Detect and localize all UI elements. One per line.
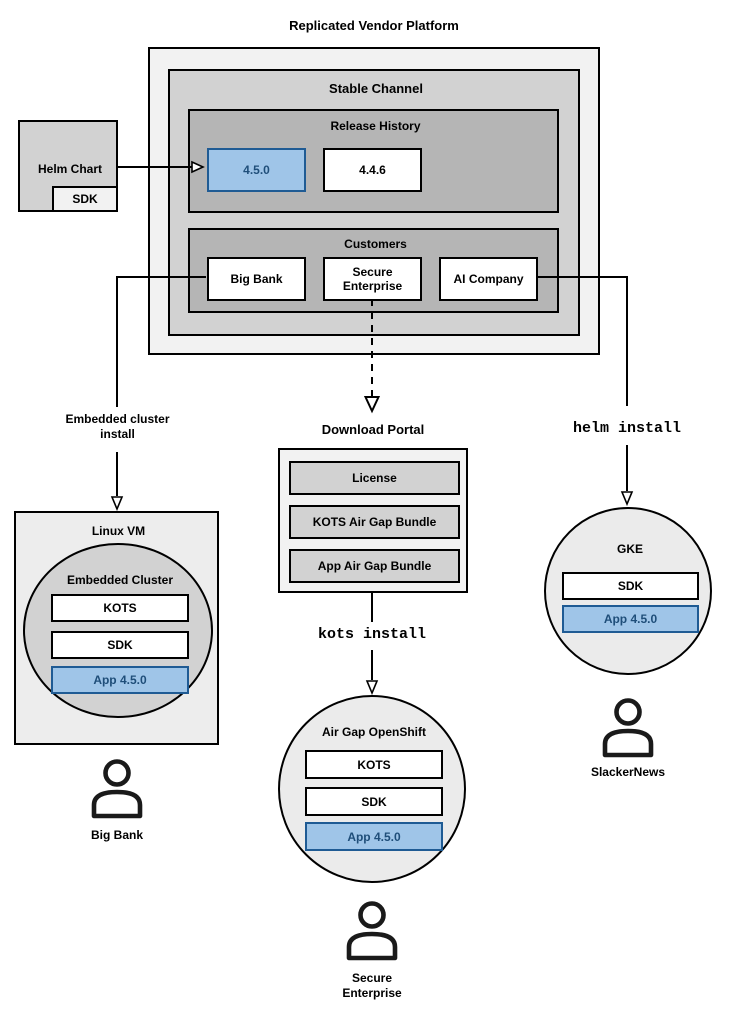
- airgap-openshift-label: Air Gap OpenShift: [321, 725, 426, 739]
- download-portal-title: Download Portal: [321, 422, 425, 437]
- app-airgap-bundle-node: App Air Gap Bundle: [289, 549, 460, 583]
- embedded-sdk-node: SDK: [51, 631, 189, 659]
- release-node-4-4-6: 4.4.6: [323, 148, 422, 192]
- gke-app-node: App 4.5.0: [562, 605, 699, 633]
- platform-box: Stable Channel Release History 4.5.0 4.4…: [148, 47, 600, 355]
- release-history-box: Release History 4.5.0 4.4.6: [188, 109, 559, 213]
- embedded-kots-node: KOTS: [51, 594, 189, 622]
- customers-title: Customers: [344, 237, 407, 251]
- secure-enterprise-user-label: Secure Enterprise: [342, 971, 402, 1000]
- embedded-cluster-label: Embedded Cluster: [66, 573, 174, 587]
- slackernews-user-icon: [602, 698, 654, 758]
- arrowhead-down-icon: [620, 491, 634, 507]
- arrowhead-down-icon: [365, 680, 379, 696]
- airgap-openshift-circle: Air Gap OpenShift KOTS SDK App 4.5.0: [278, 695, 466, 883]
- helm-chart-sdk-box: SDK: [52, 186, 118, 212]
- customer-node-big-bank: Big Bank: [207, 257, 306, 301]
- embedded-app-node: App 4.5.0: [51, 666, 189, 694]
- release-node-4-5-0: 4.5.0: [207, 148, 306, 192]
- big-bank-user-label: Big Bank: [90, 828, 143, 842]
- gke-circle: GKE SDK App 4.5.0: [544, 507, 712, 675]
- linux-vm-label: Linux VM: [91, 524, 146, 538]
- arrowhead-down-icon: [110, 496, 124, 512]
- platform-title: Replicated Vendor Platform: [289, 18, 459, 33]
- gke-sdk-node: SDK: [562, 572, 699, 600]
- helm-chart-label: Helm Chart: [37, 162, 102, 176]
- customer-node-ai-company: AI Company: [439, 257, 538, 301]
- embedded-install-edge-label: Embedded cluster install: [65, 412, 170, 441]
- linux-vm-box: Linux VM Embedded Cluster KOTS SDK App 4…: [14, 511, 219, 745]
- kots-install-edge-label: kots install: [317, 626, 427, 643]
- helm-install-edge-label: helm install: [572, 420, 682, 437]
- airgap-kots-node: KOTS: [305, 750, 443, 779]
- kots-airgap-bundle-node: KOTS Air Gap Bundle: [289, 505, 460, 539]
- customer-node-secure-enterprise: Secure Enterprise: [323, 257, 422, 301]
- release-history-title: Release History: [330, 119, 421, 133]
- slackernews-user-label: SlackerNews: [590, 765, 666, 779]
- airgap-sdk-node: SDK: [305, 787, 443, 816]
- stable-channel-title: Stable Channel: [329, 81, 423, 96]
- helm-chart-box: Helm Chart SDK: [18, 120, 118, 212]
- hollow-arrowhead-icon: [363, 396, 381, 414]
- embedded-cluster-circle: Embedded Cluster KOTS SDK App 4.5.0: [23, 543, 213, 718]
- license-node: License: [289, 461, 460, 495]
- secure-enterprise-user-icon: [346, 901, 398, 961]
- stable-channel-box: Stable Channel Release History 4.5.0 4.4…: [168, 69, 580, 336]
- customers-box: Customers Big Bank Secure Enterprise AI …: [188, 228, 559, 313]
- airgap-app-node: App 4.5.0: [305, 822, 443, 851]
- download-portal-box: License KOTS Air Gap Bundle App Air Gap …: [278, 448, 468, 593]
- gke-label: GKE: [616, 542, 643, 556]
- big-bank-user-icon: [91, 759, 143, 819]
